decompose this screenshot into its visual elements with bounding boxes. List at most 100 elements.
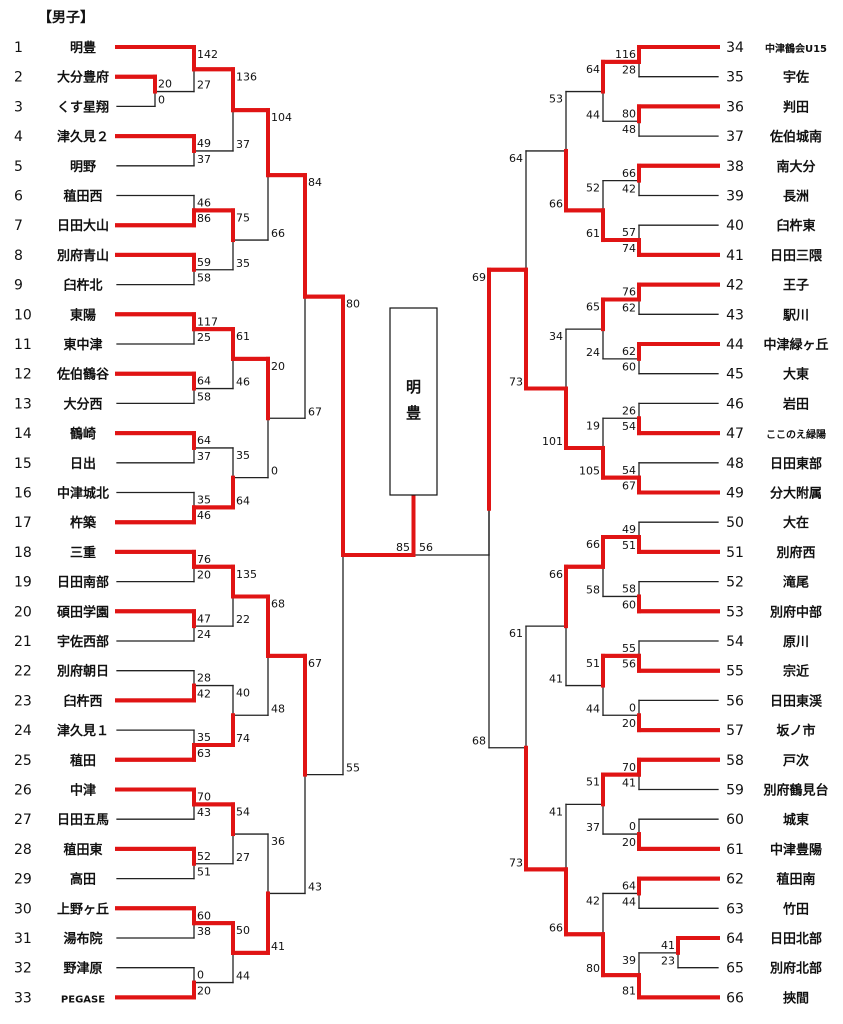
team-name: 南大分	[776, 159, 815, 175]
team-number: 17	[14, 515, 32, 531]
team-number: 36	[726, 99, 744, 115]
team-name: 分大附属	[770, 486, 822, 502]
left-score: 46	[197, 197, 211, 210]
right-score: 41	[622, 777, 636, 790]
right-score: 41	[549, 673, 563, 686]
team-name: 中津緑ヶ丘	[763, 337, 828, 353]
left-score: 27	[236, 851, 250, 864]
team-name: 高田	[70, 872, 96, 888]
left-score: 117	[197, 315, 218, 328]
team-name: 中津豊陽	[770, 842, 822, 858]
team-name: 野津原	[63, 961, 102, 977]
right-score: 49	[622, 523, 636, 536]
team-name: 滝尾	[783, 575, 809, 591]
right-score: 60	[622, 361, 636, 374]
team-number: 34	[726, 40, 744, 56]
team-number: 33	[14, 990, 32, 1006]
right-score: 80	[586, 962, 600, 975]
champion-box: 明 豊	[389, 307, 438, 496]
team-name: 別府青山	[56, 248, 109, 264]
team-name: 王子	[783, 279, 809, 294]
team-name: 明野	[70, 160, 96, 175]
left-score: 20	[158, 78, 172, 91]
team-name: 日出	[70, 456, 96, 472]
right-score: 20	[622, 836, 636, 849]
team-name: くす星翔	[57, 99, 109, 115]
left-score: 0	[158, 93, 165, 106]
right-score: 23	[661, 955, 675, 968]
right-score: 34	[549, 330, 563, 343]
team-number: 40	[726, 218, 744, 234]
team-number: 49	[726, 486, 744, 502]
team-name: 宇佐	[783, 70, 809, 86]
left-score: 76	[197, 553, 211, 566]
right-score: 52	[586, 182, 600, 195]
team-name: 明豊	[70, 40, 96, 56]
team-name: 挾間	[783, 990, 809, 1006]
left-score: 75	[236, 211, 250, 224]
team-number: 30	[14, 901, 32, 917]
team-number: 29	[14, 872, 32, 888]
team-number: 21	[14, 634, 32, 650]
team-name: 稙田西	[63, 189, 102, 205]
team-name: 津久見２	[57, 129, 109, 145]
team-number: 43	[726, 307, 744, 323]
team-number: 44	[726, 337, 744, 353]
left-score: 60	[197, 909, 211, 922]
right-score: 57	[622, 226, 636, 239]
team-number: 3	[14, 99, 23, 115]
team-number: 53	[726, 604, 744, 620]
left-score: 35	[197, 494, 211, 507]
team-number: 32	[14, 961, 32, 977]
team-number: 22	[14, 664, 32, 680]
left-score: 58	[197, 390, 211, 403]
left-score: 86	[197, 212, 211, 225]
left-score: 54	[236, 805, 250, 818]
team-number: 61	[726, 842, 744, 858]
left-score: 64	[197, 434, 211, 447]
team-name: 碩田学園	[57, 604, 109, 620]
team-number: 54	[726, 634, 744, 650]
team-number: 63	[726, 901, 744, 917]
right-score: 58	[586, 583, 600, 596]
left-score: 48	[271, 702, 285, 715]
team-number: 5	[14, 159, 23, 175]
right-score: 51	[586, 776, 600, 789]
left-score: 20	[197, 569, 211, 582]
team-name: 日田五馬	[57, 813, 109, 828]
team-number: 10	[14, 307, 32, 323]
team-name: 臼杵西	[63, 693, 102, 709]
team-number: 38	[726, 159, 744, 175]
team-number: 24	[14, 723, 32, 739]
team-number: 28	[14, 842, 32, 858]
right-score: 66	[549, 197, 563, 210]
left-score: 28	[197, 672, 211, 685]
team-number: 18	[14, 545, 32, 561]
team-number: 14	[14, 426, 32, 442]
left-score: 74	[236, 732, 250, 745]
right-score: 62	[622, 301, 636, 314]
left-score: 42	[197, 687, 211, 700]
right-score: 56	[622, 658, 636, 671]
team-number: 27	[14, 812, 32, 828]
team-name: 戸次	[783, 753, 809, 769]
team-name: 原川	[783, 635, 809, 650]
left-score: 63	[197, 747, 211, 760]
team-name: 竹田	[782, 901, 809, 917]
team-number: 7	[14, 218, 23, 234]
team-name: 臼杵北	[63, 278, 102, 294]
right-score: 24	[586, 346, 600, 359]
team-name: 鶴崎	[70, 426, 96, 442]
right-score: 28	[622, 64, 636, 77]
right-score: 66	[622, 167, 636, 180]
right-score: 54	[622, 420, 636, 433]
team-name: 佐伯城南	[769, 129, 822, 145]
champion-char-1: 明	[406, 378, 421, 396]
team-name: 稙田東	[63, 842, 102, 858]
team-name: 別府西	[775, 545, 815, 561]
team-name: 大東	[783, 367, 809, 383]
right-score: 69	[472, 271, 486, 284]
team-number: 64	[726, 931, 744, 947]
team-name: PEGASE	[61, 994, 105, 1005]
team-name: 岩田	[782, 396, 809, 412]
